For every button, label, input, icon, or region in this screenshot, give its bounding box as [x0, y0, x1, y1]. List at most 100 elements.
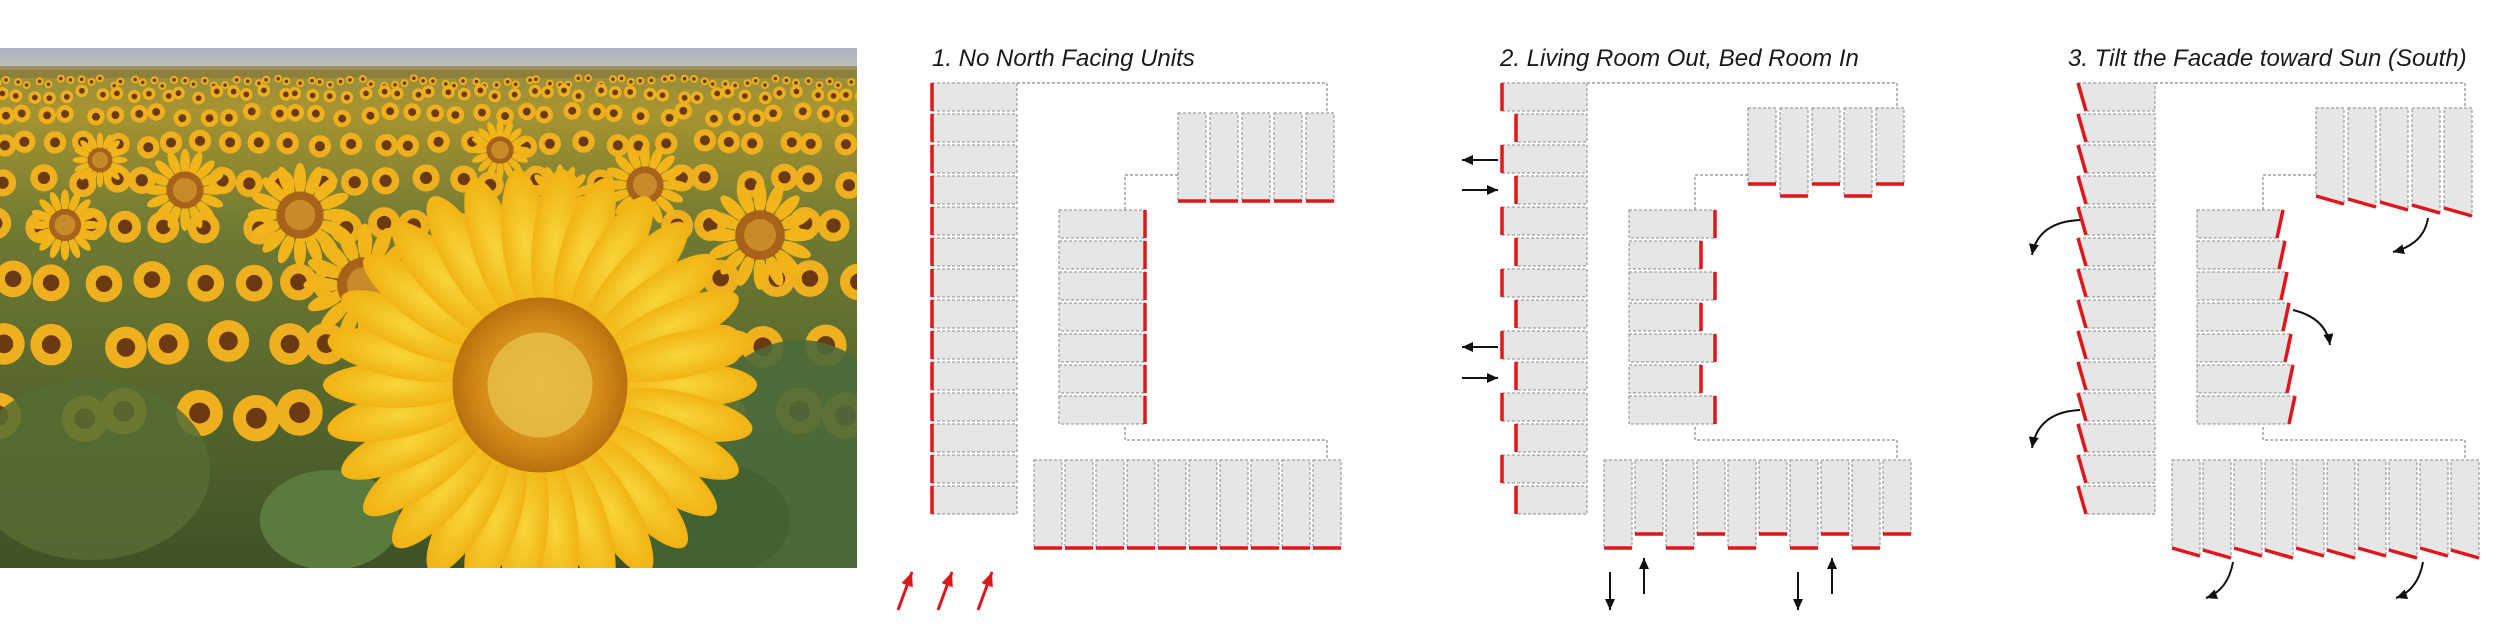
unit: [2326, 459, 2356, 559]
rotation-arrow: [2205, 561, 2234, 599]
unit: [2077, 330, 2156, 360]
rotation-arrow: [2031, 409, 2081, 449]
unit: [2196, 209, 2284, 239]
unit: [1501, 268, 1588, 298]
unit: [931, 268, 1018, 298]
unit: [2419, 459, 2449, 557]
unit: [2196, 364, 2294, 394]
unit: [1628, 302, 1702, 332]
rotation-arrow: [2031, 219, 2081, 256]
corridor: [1587, 82, 1898, 113]
unit: [1820, 459, 1850, 535]
facade-edge: [2076, 392, 2088, 422]
unit: [1501, 144, 1588, 174]
corridor: [2262, 427, 2466, 460]
unit: [1177, 112, 1207, 202]
unit: [1095, 459, 1125, 549]
unit: [2450, 459, 2480, 559]
facade-edge: [2295, 546, 2325, 558]
unit: [2077, 454, 2156, 484]
unit: [2379, 107, 2409, 211]
unit: [1058, 240, 1146, 270]
facade-edge: [2357, 546, 2387, 558]
unit: [1058, 209, 1146, 239]
diagram-1-title: 1. No North Facing Units: [932, 45, 1195, 72]
unit: [2077, 113, 2156, 143]
unit: [1779, 107, 1809, 197]
corridor: [1694, 174, 1748, 210]
facade-edge: [2315, 194, 2345, 206]
unit: [931, 454, 1018, 484]
facade-edge: [2419, 546, 2449, 558]
unit: [2295, 459, 2325, 557]
unit: [2077, 268, 2156, 298]
arrowhead: [1487, 185, 1498, 195]
unit: [2202, 459, 2232, 559]
rotation-arrow: [2395, 561, 2424, 599]
facade-edge: [2076, 82, 2088, 112]
diagram-1-plan: [896, 82, 1342, 611]
unit: [1501, 454, 1588, 484]
arrowhead: [2029, 243, 2039, 255]
unit: [931, 423, 1018, 453]
unit: [1058, 364, 1146, 394]
arrowhead: [1462, 155, 1473, 165]
unit: [1628, 364, 1702, 394]
facade-edge: [2076, 485, 2088, 515]
unit: [2077, 237, 2156, 267]
unit: [931, 299, 1018, 329]
unit: [2357, 459, 2387, 557]
facade-edge: [2076, 237, 2088, 267]
arrowhead: [1793, 599, 1803, 610]
unit: [931, 392, 1018, 422]
facade-edge: [2450, 548, 2480, 560]
unit: [2264, 459, 2294, 559]
diagram-2-title: 2. Living Room Out, Bed Room In: [1499, 45, 1859, 72]
facade-edge: [2171, 546, 2201, 558]
unit: [1188, 459, 1218, 549]
unit: [2315, 107, 2345, 205]
facade-edge: [2281, 302, 2291, 332]
unit: [931, 113, 1018, 143]
unit: [2196, 271, 2288, 301]
unit: [1665, 459, 1695, 549]
unit: [1758, 459, 1788, 535]
unit: [1281, 459, 1311, 549]
unit: [1843, 107, 1873, 197]
unit: [931, 175, 1018, 205]
facade-edge: [2388, 548, 2418, 560]
unit: [1501, 330, 1588, 360]
unit: [1157, 459, 1187, 549]
unit: [2171, 459, 2201, 557]
rotation-arrow: [2292, 309, 2331, 346]
corridor: [1017, 82, 1328, 113]
unit: [1875, 107, 1905, 185]
unit: [2443, 107, 2473, 217]
facade-edge: [2076, 206, 2088, 236]
unit: [931, 485, 1018, 515]
arrowhead: [2393, 244, 2405, 255]
arrowhead: [1827, 558, 1837, 569]
unit: [931, 237, 1018, 267]
unit: [1273, 112, 1303, 202]
facade-edge: [2233, 546, 2263, 558]
unit: [2233, 459, 2263, 557]
unit: [1628, 209, 1716, 239]
facade-edge: [2379, 200, 2409, 212]
rotation-arrow: [2392, 217, 2429, 253]
unit: [1515, 423, 1588, 453]
facade-edge: [2326, 548, 2356, 560]
unit: [1058, 302, 1146, 332]
unit: [2077, 299, 2156, 329]
facade-edge: [2347, 197, 2377, 209]
unit: [2077, 82, 2156, 112]
facade-edge: [2285, 364, 2295, 394]
unit: [1305, 112, 1335, 202]
unit: [1501, 206, 1588, 236]
facade-edge: [2443, 206, 2473, 218]
unit: [1515, 485, 1588, 515]
corridor: [2262, 174, 2316, 210]
unit: [1126, 459, 1156, 549]
unit: [1628, 240, 1702, 270]
unit: [1811, 107, 1841, 185]
